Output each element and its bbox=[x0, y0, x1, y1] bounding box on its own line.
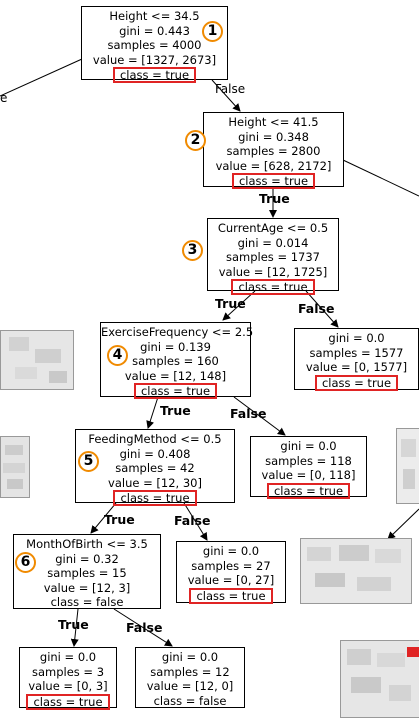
node-value: value = [12, 1725] bbox=[218, 264, 328, 279]
edge-label-n3-true: True bbox=[215, 296, 246, 311]
edge-label-n3-false: False bbox=[298, 301, 335, 316]
node-class-highlighted: class = true bbox=[314, 374, 399, 391]
node-class-highlighted: class = true bbox=[112, 67, 197, 84]
edge-root-left bbox=[0, 58, 83, 97]
edge-n5-true bbox=[90, 502, 117, 534]
node-value: value = [0, 27] bbox=[187, 573, 275, 588]
edge-n6-true bbox=[70, 608, 79, 647]
node-class-highlighted: class = true bbox=[133, 383, 218, 400]
step-badge-2: 2 bbox=[185, 130, 206, 151]
tree-node-3: CurrentAge <= 0.5 gini = 0.014 samples =… bbox=[207, 218, 339, 296]
step-badge-6: 6 bbox=[15, 552, 36, 573]
edge-label-root-false: False bbox=[215, 82, 246, 96]
node-gini: gini = 0.32 bbox=[55, 551, 119, 566]
node-samples: samples = 42 bbox=[115, 461, 195, 476]
node-value: value = [0, 1577] bbox=[305, 360, 408, 375]
edge-label-n5-false: False bbox=[174, 513, 211, 528]
node-split-label: MonthOfBirth <= 3.5 bbox=[26, 537, 148, 551]
node-samples: samples = 2800 bbox=[226, 144, 321, 159]
node-value: value = [628, 2172] bbox=[215, 158, 332, 173]
node-samples: samples = 15 bbox=[47, 566, 127, 581]
edge-label-n2-true: True bbox=[259, 191, 290, 206]
node-class-highlighted: class = true bbox=[266, 482, 351, 499]
step-badge-3: 3 bbox=[182, 240, 203, 261]
edge-right-offscreen bbox=[387, 508, 419, 540]
node-gini: gini = 0.0 bbox=[39, 650, 97, 664]
edge-n6-false bbox=[113, 608, 173, 647]
node-samples: samples = 27 bbox=[191, 558, 271, 573]
node-class: class = false bbox=[50, 595, 124, 610]
edge-label-n6-true: True bbox=[58, 617, 89, 632]
edge-label-n5-true: True bbox=[104, 512, 135, 527]
edge-label-n4-false: False bbox=[230, 406, 267, 421]
node-gini: gini = 0.443 bbox=[119, 23, 190, 38]
node-gini: gini = 0.408 bbox=[119, 446, 191, 461]
edge-n4-true bbox=[146, 396, 159, 429]
node-gini: gini = 0.0 bbox=[202, 544, 260, 558]
tree-node-root: Height <= 34.5 gini = 0.443 samples = 40… bbox=[81, 6, 228, 84]
node-split-label: Height <= 41.5 bbox=[228, 115, 319, 129]
node-gini: gini = 0.0 bbox=[328, 331, 385, 345]
blurred-node-left-1 bbox=[0, 330, 74, 390]
tree-node-6: MonthOfBirth <= 3.5 gini = 0.32 samples … bbox=[13, 534, 161, 609]
node-samples: samples = 118 bbox=[265, 453, 352, 468]
node-samples: samples = 160 bbox=[132, 354, 219, 369]
tree-node-2: Height <= 41.5 gini = 0.348 samples = 28… bbox=[203, 112, 344, 190]
blurred-node-left-2 bbox=[0, 436, 30, 498]
edge-label-root-left: e bbox=[0, 91, 8, 105]
node-value: value = [12, 0] bbox=[146, 679, 234, 694]
step-badge-4: 4 bbox=[107, 345, 128, 366]
tree-node-4: ExerciseFrequency <= 2.5 gini = 0.139 sa… bbox=[100, 322, 254, 400]
node-samples: samples = 1577 bbox=[309, 345, 404, 360]
step-badge-1: 1 bbox=[202, 21, 223, 42]
node-class-highlighted: class = true bbox=[231, 279, 315, 296]
node-gini: gini = 0.348 bbox=[238, 129, 309, 144]
blurred-node-right-1 bbox=[396, 428, 419, 504]
edge-n5-false bbox=[183, 502, 208, 541]
node-value: value = [12, 3] bbox=[43, 580, 131, 595]
node-gini: gini = 0.0 bbox=[161, 650, 219, 664]
node-split-label: CurrentAge <= 0.5 bbox=[217, 221, 329, 235]
edge-n4-false bbox=[233, 396, 286, 436]
node-split-label: FeedingMethod <= 0.5 bbox=[88, 432, 222, 446]
node-split-label: Height <= 34.5 bbox=[109, 9, 200, 23]
tree-node-5-right-leaf: gini = 0.0 samples = 27 value = [0, 27] … bbox=[176, 541, 286, 604]
node-value: value = [0, 118] bbox=[261, 468, 356, 483]
edge-label-n4-true: True bbox=[160, 403, 191, 418]
node-samples: samples = 1737 bbox=[225, 250, 321, 265]
node-samples: samples = 4000 bbox=[107, 38, 202, 53]
node-split-label: ExerciseFrequency <= 2.5 bbox=[101, 325, 254, 339]
node-gini: gini = 0.139 bbox=[140, 339, 211, 354]
blurred-node-right-2 bbox=[300, 538, 412, 604]
tree-node-3-right-leaf: gini = 0.0 samples = 1577 value = [0, 15… bbox=[294, 328, 419, 391]
node-gini: gini = 0.014 bbox=[237, 235, 309, 250]
node-value: value = [12, 30] bbox=[108, 475, 202, 490]
node-samples: samples = 3 bbox=[31, 664, 105, 679]
edge-root-false bbox=[211, 79, 241, 112]
node-value: value = [0, 3] bbox=[28, 679, 108, 694]
node-value: value = [1327, 2673] bbox=[92, 52, 217, 67]
tree-node-6-left-leaf: gini = 0.0 samples = 3 value = [0, 3] cl… bbox=[19, 647, 117, 710]
node-class-highlighted: class = true bbox=[231, 173, 316, 190]
step-badge-5: 5 bbox=[78, 451, 99, 472]
node-class-highlighted: class = true bbox=[26, 693, 110, 710]
blurred-node-right-3 bbox=[340, 640, 419, 718]
tree-node-4-right-leaf: gini = 0.0 samples = 118 value = [0, 118… bbox=[250, 436, 367, 499]
edge-label-n6-false: False bbox=[126, 620, 163, 635]
tree-node-6-right-leaf: gini = 0.0 samples = 12 value = [12, 0] … bbox=[135, 647, 245, 708]
edge-n3-true bbox=[222, 290, 256, 321]
node-class-highlighted: class = true bbox=[189, 587, 273, 604]
node-class-highlighted: class = true bbox=[113, 490, 197, 507]
edge-n3-false bbox=[305, 290, 339, 328]
node-gini: gini = 0.0 bbox=[280, 439, 337, 453]
edge-n2-right bbox=[342, 159, 419, 197]
node-class: class = false bbox=[153, 693, 227, 708]
tree-node-5: FeedingMethod <= 0.5 gini = 0.408 sample… bbox=[75, 429, 235, 507]
node-samples: samples = 12 bbox=[150, 664, 230, 679]
node-value: value = [12, 148] bbox=[124, 368, 227, 383]
